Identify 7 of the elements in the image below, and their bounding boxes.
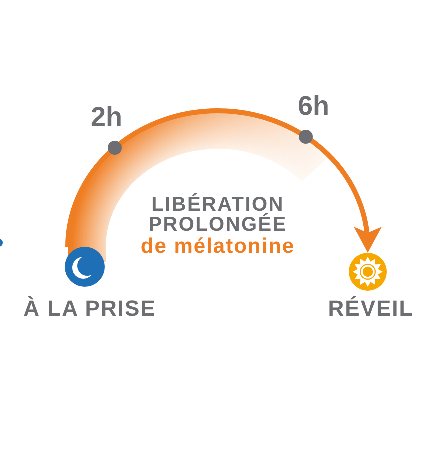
time-label: 2h — [91, 104, 123, 131]
subheading-text: de mélatonine — [140, 236, 296, 256]
node-label: RÉVEIL — [327, 298, 415, 320]
node-label: À LA PRISE — [22, 298, 158, 320]
time-label: 6h — [298, 93, 330, 120]
arrow — [66, 108, 382, 253]
heading-text: LIBÉRATION PROLONGÉE — [148, 194, 288, 234]
